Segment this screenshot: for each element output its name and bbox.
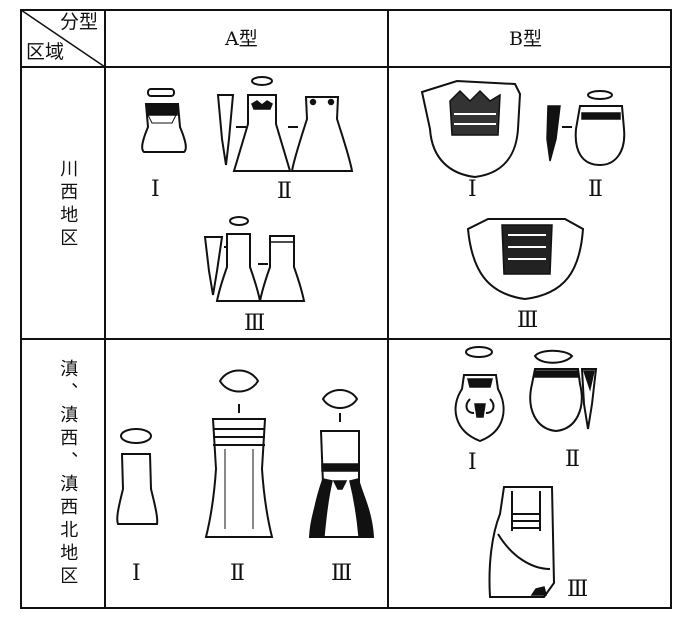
- axe-r1-b3: [466, 218, 585, 301]
- label-r1-a2: Ⅱ: [277, 179, 292, 204]
- border-top: [20, 9, 672, 11]
- axe-r1-a3: [203, 216, 306, 302]
- corner-label-type: 分型: [60, 11, 99, 33]
- axe-r1-b1: [420, 79, 522, 179]
- divider-header: [20, 66, 672, 68]
- corner-diagonal: [20, 9, 106, 68]
- artifact-drawings: [116, 76, 626, 598]
- axe-r1-b2: [546, 90, 626, 167]
- label-r1-b2: Ⅱ: [588, 177, 603, 202]
- divider-col-1: [104, 9, 106, 609]
- label-r2-b1: Ⅰ: [468, 450, 477, 475]
- axe-r1-a2: [216, 76, 354, 172]
- axe-r1-a1: [141, 88, 187, 153]
- axe-r2-a1: [116, 428, 159, 525]
- label-r1-b3: Ⅲ: [517, 308, 539, 333]
- axe-r2-b3: [488, 486, 556, 598]
- region-label-dian: 滇、滇西、滇西北地区: [57, 359, 79, 589]
- border-bottom: [20, 607, 672, 609]
- typology-table: 分型 区域 A型 B型 川西地区 滇、滇西、滇西北地区 Ⅰ Ⅱ Ⅲ Ⅰ Ⅱ Ⅲ …: [20, 9, 672, 609]
- label-r1-a3: Ⅲ: [244, 311, 266, 336]
- label-r2-b2: Ⅱ: [565, 447, 580, 472]
- axe-r2-a3: [308, 389, 375, 538]
- corner-label-region: 区域: [26, 41, 65, 63]
- label-r2-a3: Ⅲ: [331, 561, 353, 586]
- border-left: [20, 9, 22, 609]
- divider-row: [20, 338, 672, 340]
- region-label-chuanxi: 川西地区: [57, 159, 79, 251]
- label-r2-a2: Ⅱ: [230, 561, 245, 586]
- axe-r2-b1: [454, 346, 505, 443]
- border-right: [670, 9, 672, 609]
- label-r2-b3: Ⅲ: [567, 577, 589, 602]
- column-header-b: B型: [509, 28, 542, 50]
- label-r2-a1: Ⅰ: [132, 561, 141, 586]
- label-r1-b1: Ⅰ: [468, 177, 477, 202]
- divider-col-2: [387, 9, 389, 609]
- axe-r2-a2: [204, 369, 274, 538]
- axe-r2-b2: [529, 349, 598, 433]
- label-r1-a1: Ⅰ: [151, 177, 160, 202]
- column-header-a: A型: [225, 28, 258, 50]
